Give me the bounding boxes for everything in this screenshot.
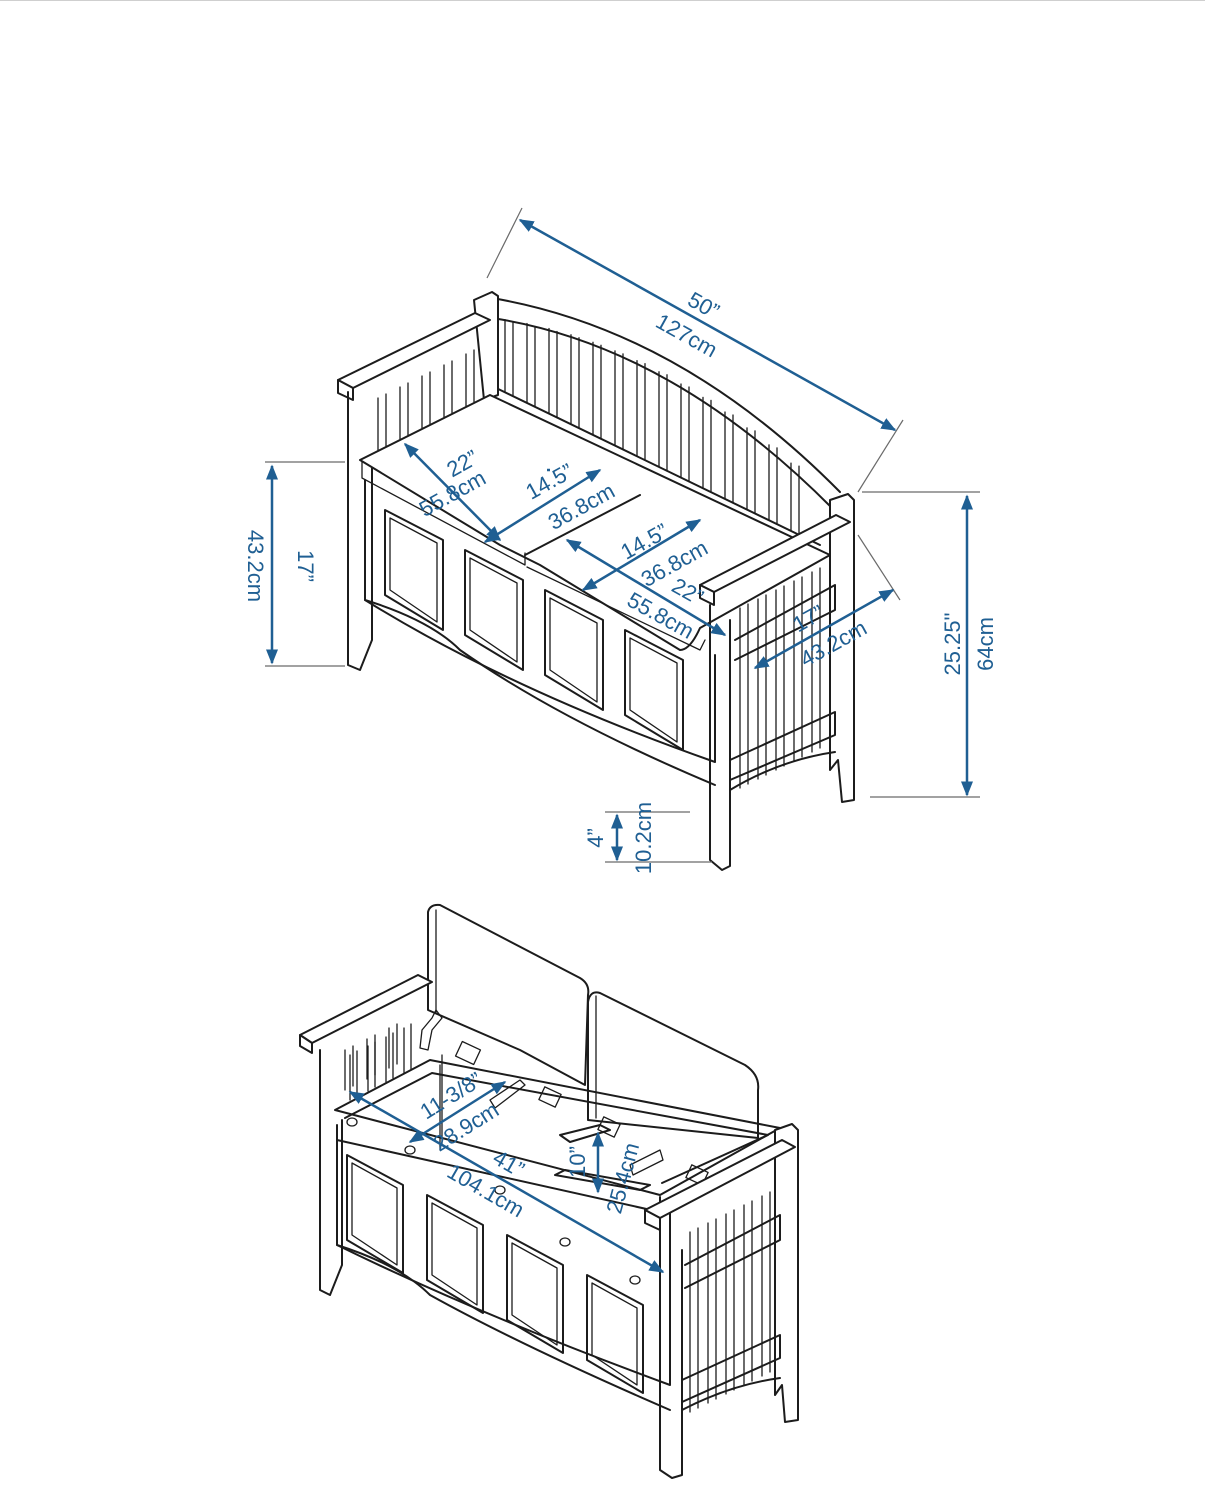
side-slat: [739, 603, 749, 789]
front-apron-bottom: [364, 599, 716, 786]
screw-icon: [404, 1145, 416, 1155]
back-slat: [658, 371, 668, 472]
open-back-slat: [344, 1045, 354, 1091]
open-side-slat: [385, 1032, 394, 1083]
screw-icon: [346, 1117, 358, 1127]
seat-height-in: 17”: [293, 550, 318, 582]
side-slat: [399, 382, 409, 440]
back-slat: [570, 334, 580, 429]
front-apron: [364, 479, 716, 763]
open-back-slats: [344, 1023, 398, 1091]
side-slat: [377, 393, 387, 451]
back-slat: [614, 350, 624, 451]
lid-right-length-arrow: [565, 538, 727, 637]
overall-width-in: 50”: [684, 287, 724, 324]
open-lid-left: [427, 903, 590, 1086]
open-right-side-bottom-arch: [681, 1377, 781, 1411]
front-panel: [624, 629, 684, 751]
overall-height-in: 25.25": [940, 613, 965, 676]
hinge-icon: [454, 1040, 482, 1066]
back-slat: [702, 396, 712, 493]
front-panel: [464, 549, 524, 671]
back-slat: [724, 411, 734, 504]
side-slat: [465, 349, 475, 407]
left-armrest: [337, 312, 491, 389]
right-side-rail: [729, 711, 836, 781]
back-slat: [504, 319, 514, 397]
overall-depth-arrow: [753, 588, 895, 670]
back-slat: [746, 427, 756, 515]
back-slat: [526, 322, 536, 408]
right-side-bottom-arch: [729, 751, 836, 791]
seat-height-cm: 43.2cm: [243, 530, 268, 602]
open-side-slat: [403, 1023, 412, 1074]
dimension-arrows-bottom: [348, 1080, 665, 1274]
seat-top: [359, 394, 831, 651]
open-side-slat: [707, 1218, 717, 1404]
open-side-slat: [689, 1227, 699, 1413]
open-lid-right: [587, 991, 760, 1139]
screw-icon: [629, 1275, 641, 1285]
lid-support-icon: [419, 1009, 443, 1051]
open-right-side-rail: [681, 1334, 781, 1403]
bench-open-drawing: [299, 903, 799, 1479]
leg-clearance-cm: 10.2cm: [631, 802, 656, 874]
open-back-slat: [388, 1023, 398, 1069]
left-armrest-front: [337, 379, 354, 401]
back-slat: [680, 383, 690, 483]
extension-lines-top: [265, 207, 980, 863]
inner-width-arrow: [348, 1090, 665, 1274]
open-front-panel: [426, 1194, 484, 1314]
overall-width-arrow: [518, 218, 897, 432]
back-slat: [636, 360, 646, 461]
open-front-panel: [506, 1234, 564, 1354]
open-front-panel: [586, 1274, 644, 1394]
open-right-armrest: [644, 1139, 796, 1219]
leg-clearance-in: 4”: [583, 828, 608, 848]
open-right-front-post: [659, 1227, 683, 1479]
open-side-slat: [761, 1191, 771, 1377]
inner-height-in: 10”: [565, 1146, 590, 1178]
back-slat: [548, 327, 558, 419]
open-side-slat: [743, 1200, 753, 1386]
open-left-armrest: [299, 974, 433, 1044]
overall-height-cm: 64cm: [973, 617, 998, 671]
front-panel: [544, 589, 604, 711]
lid-left-depth-arrow: [483, 468, 602, 544]
side-slat: [443, 360, 453, 418]
open-right-arm-rail: [684, 1214, 781, 1289]
dimension-arrows-top: [266, 218, 973, 862]
side-slat: [421, 371, 431, 429]
front-panel-inset: [469, 557, 518, 663]
open-front-panel: [346, 1154, 404, 1274]
open-left-side-slats: [349, 1023, 412, 1101]
open-right-side-slats: [689, 1191, 771, 1413]
open-side-slat: [725, 1209, 735, 1395]
right-side-slats: [739, 567, 821, 789]
storage-inner-shelf: [559, 1124, 611, 1143]
right-front-post: [709, 604, 731, 871]
left-front-post: [347, 391, 373, 671]
open-left-armrest-front: [299, 1034, 313, 1054]
back-slat: [790, 462, 800, 536]
back-slat: [592, 341, 602, 440]
open-left-front-post: [319, 1049, 343, 1296]
top-border: [0, 0, 1205, 1]
left-side-slats: [377, 349, 475, 451]
open-side-slat: [367, 1041, 376, 1092]
back-slat: [768, 444, 778, 525]
left-back-post: [473, 291, 499, 401]
screw-icon: [559, 1237, 571, 1247]
front-panel-inset: [629, 637, 678, 743]
open-front-panel-inset: [591, 1282, 638, 1386]
front-panel: [384, 509, 444, 631]
